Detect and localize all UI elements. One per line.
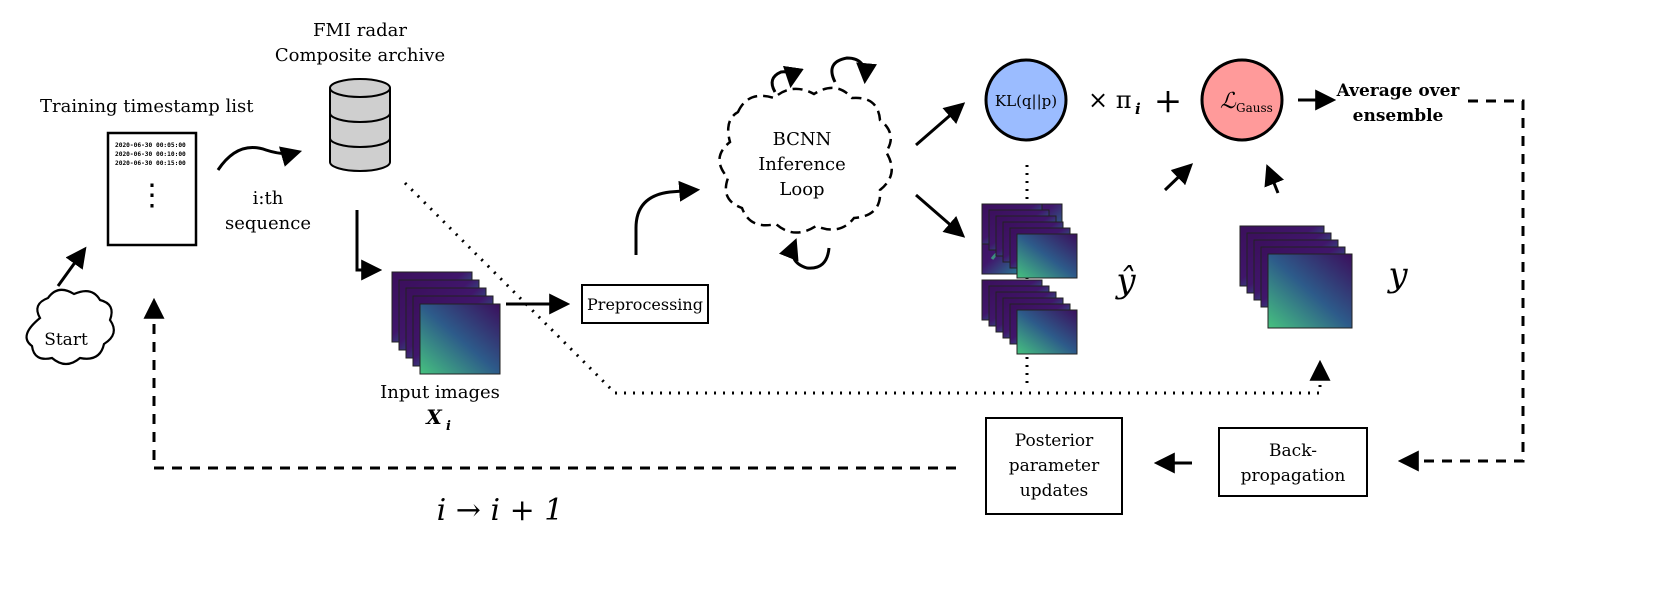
input-images-subscript: i <box>446 419 451 434</box>
target-images-stack <box>1239 225 1353 329</box>
dashed-arrow-average-to-backprop <box>1397 99 1525 472</box>
start-node: Start <box>25 288 115 366</box>
loop-arrow-icon <box>779 238 831 270</box>
timestamp-entry: 2020-06-30 00:15:00 <box>115 160 186 167</box>
bcnn-inference-loop: BCNN Inference Loop <box>718 86 893 234</box>
backprop-label-line1: Back- <box>1269 441 1317 461</box>
timestamp-entry: 2020-06-30 00:05:00 <box>115 142 186 149</box>
bcnn-label-line2: Inference <box>758 154 846 175</box>
preprocessing-box: Preprocessing <box>581 284 709 324</box>
arrow-target-to-loss <box>1264 164 1284 194</box>
posterior-label-line3: updates <box>1020 481 1088 501</box>
archive-title-line2: Composite archive <box>275 45 445 66</box>
times-pi-label: × π <box>1088 86 1132 114</box>
posterior-updates-box: Posterior parameter updates <box>985 417 1123 515</box>
arrow-bcnn-to-kl <box>915 102 966 147</box>
average-label-line2: ensemble <box>1353 106 1444 126</box>
average-label-line1: Average over <box>1336 81 1461 101</box>
backprop-label-line2: propagation <box>1241 466 1346 486</box>
y-hat-label: ŷ <box>1114 261 1136 301</box>
arrow-preprocessing-to-bcnn <box>634 180 701 255</box>
start-label: Start <box>44 330 88 350</box>
iteration-label: i → i + 1 <box>437 493 564 528</box>
input-images-symbol: X <box>424 405 443 429</box>
sequence-label-line2: sequence <box>225 213 311 234</box>
dashed-arrow-posterior-to-list <box>143 297 956 470</box>
preprocessing-label: Preprocessing <box>587 295 703 314</box>
dotted-arrow-archive-to-target <box>403 181 1331 395</box>
sequence-label-line1: i:th <box>253 188 284 209</box>
posterior-label-line2: parameter <box>1009 456 1100 476</box>
kl-divergence-node: KL(q||p) <box>984 58 1068 142</box>
gauss-loss-node: ℒ Gauss <box>1200 58 1284 142</box>
loss-subscript: Gauss <box>1236 101 1273 115</box>
timestamp-list-title: Training timestamp list <box>40 96 254 117</box>
arrow-start-to-list <box>56 246 87 287</box>
prediction-stack-lower <box>981 279 1078 355</box>
y-label: y <box>1386 255 1408 295</box>
arrow-bcnn-to-predictions <box>915 193 966 238</box>
arrow-predictions-to-plus <box>1163 163 1194 192</box>
prediction-stack-upper <box>980 202 1078 279</box>
timestamp-list-document: 2020-06-30 00:05:00 2020-06-30 00:10:00 … <box>106 131 198 247</box>
loop-arrow-icon <box>770 65 804 93</box>
ellipsis: ⋮ <box>137 178 167 213</box>
loop-arrow-icon <box>830 56 877 85</box>
backpropagation-box: Back- propagation <box>1218 427 1368 497</box>
archive-title-line1: FMI radar <box>313 20 407 41</box>
input-images-label: Input images <box>380 382 500 403</box>
bcnn-label-line1: BCNN <box>773 129 832 150</box>
arrow-archive-to-inputs <box>355 210 383 281</box>
input-images-stack <box>390 270 502 376</box>
timestamp-entry: 2020-06-30 00:10:00 <box>115 151 186 158</box>
posterior-label-line1: Posterior <box>1015 431 1094 451</box>
database-cylinder-icon <box>329 78 391 172</box>
arrow-list-to-archive <box>216 146 303 171</box>
loss-symbol: ℒ <box>1220 89 1237 114</box>
kl-label: KL(q||p) <box>995 92 1057 110</box>
bcnn-label-line3: Loop <box>779 179 824 200</box>
pi-subscript: i <box>1135 100 1141 118</box>
plus-sign: + <box>1154 81 1183 121</box>
